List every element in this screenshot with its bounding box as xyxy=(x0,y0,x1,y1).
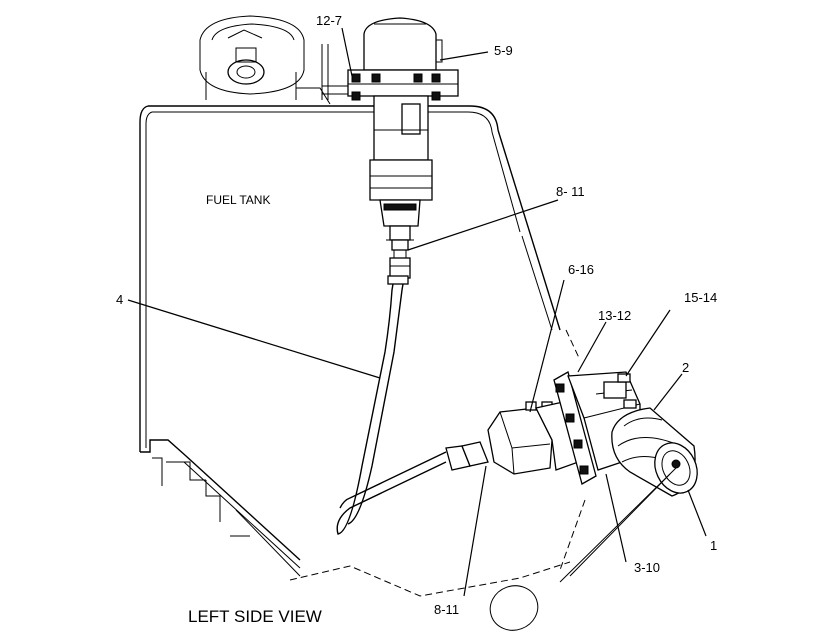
callout-1: 1 xyxy=(710,538,717,553)
fuel-tank-outline xyxy=(139,105,586,597)
callout-15-14: 15-14 xyxy=(684,290,717,305)
callout-6-16: 6-16 xyxy=(568,262,594,277)
callout-2: 2 xyxy=(682,360,689,375)
leader-lines xyxy=(127,27,707,597)
fuel-line-hose xyxy=(336,275,447,535)
callout-5-9: 5-9 xyxy=(494,43,513,58)
view-title: LEFT SIDE VIEW xyxy=(188,607,322,626)
callout-12-7: 12-7 xyxy=(316,13,342,28)
callout-13-12: 13-12 xyxy=(598,308,631,323)
callout-8-11-top: 8- 11 xyxy=(556,184,585,199)
callout-4: 4 xyxy=(116,292,123,307)
callout-3-10: 3-10 xyxy=(634,560,660,575)
lower-pump-assembly xyxy=(445,371,698,631)
filler-cap-assembly xyxy=(199,15,348,105)
top-fuel-pump xyxy=(347,17,459,279)
fuel-tank-label: FUEL TANK xyxy=(206,193,270,207)
callout-8-11-bottom: 8-11 xyxy=(434,602,459,617)
